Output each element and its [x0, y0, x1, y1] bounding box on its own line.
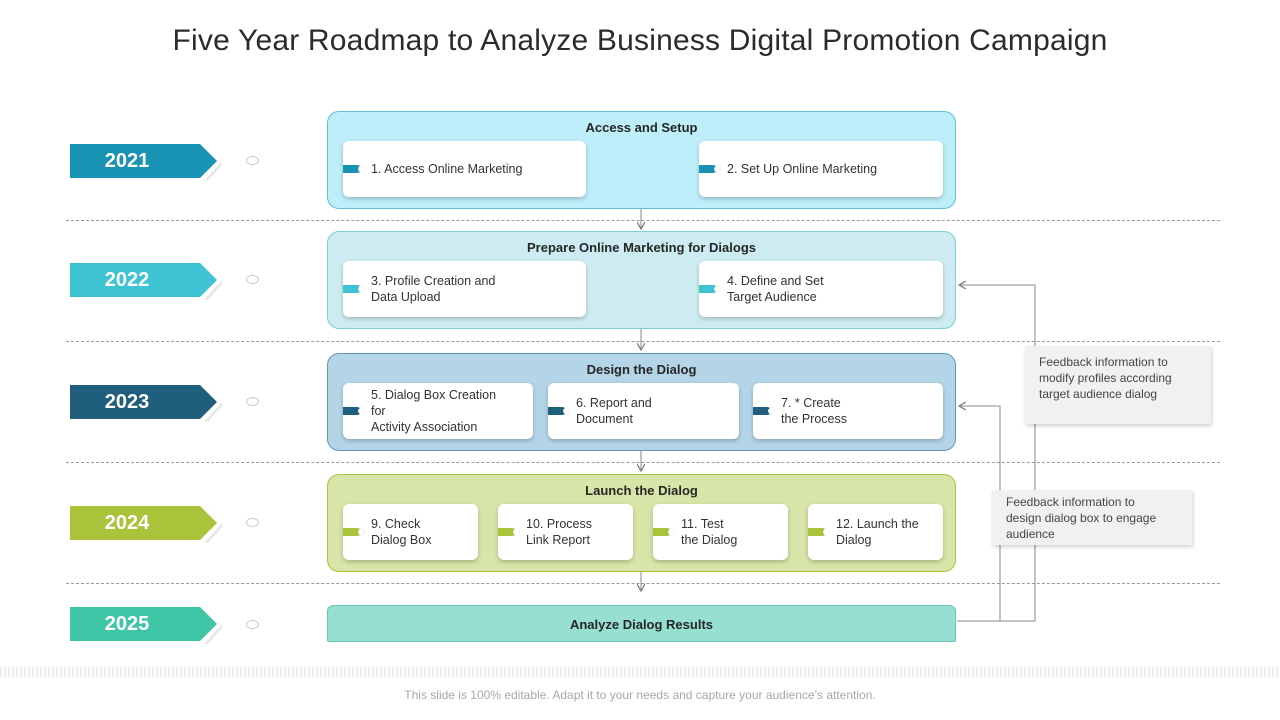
year-label: 2021	[104, 150, 150, 172]
year-arrow-shape	[68, 260, 222, 300]
slide-title: Five Year Roadmap to Analyze Business Di…	[172, 24, 1108, 57]
step-label: 2. Set Up Online Marketing	[727, 162, 878, 176]
step-label: 7. * Create the Process	[781, 396, 848, 426]
divider-line	[66, 341, 1220, 342]
feedback-arrow-profiles	[957, 285, 1036, 622]
step-label: 11. Test the Dialog	[681, 517, 738, 547]
step-card: 9. Check Dialog Box	[343, 504, 478, 560]
step-bullet-icon	[548, 407, 569, 415]
step-card: 1. Access Online Marketing	[343, 141, 586, 197]
stage-title: Launch the Dialog	[585, 483, 698, 498]
step-label: 1. Access Online Marketing	[371, 162, 523, 176]
stage-title: Access and Setup	[585, 120, 698, 135]
step-bullet-icon	[653, 528, 674, 536]
step-label: 9. Check Dialog Box	[371, 517, 432, 547]
step-card: 5. Dialog Box Creation for Activity Asso…	[343, 383, 533, 439]
divider-line	[66, 583, 1220, 584]
step-card: 12. Launch the Dialog	[808, 504, 943, 560]
year-marker-2022: 2022	[68, 260, 222, 300]
footer-band	[0, 667, 1280, 677]
step-label: 3. Profile Creation and Data Upload	[371, 274, 496, 304]
step-label: 6. Report and Document	[576, 396, 652, 426]
timeline-dot	[246, 156, 259, 165]
step-card: 4. Define and Set Target Audience	[699, 261, 943, 317]
step-card: 2. Set Up Online Marketing	[699, 141, 943, 197]
step-bullet-icon	[343, 407, 364, 415]
year-marker-2023: 2023	[68, 382, 222, 422]
year-arrow-shape	[68, 604, 222, 644]
step-bullet-icon	[343, 528, 364, 536]
stage-panel-prepare: Prepare Online Marketing for Dialogs 3. …	[327, 231, 956, 329]
year-label: 2022	[104, 269, 150, 291]
step-card: 10. Process Link Report	[498, 504, 633, 560]
step-bullet-icon	[343, 285, 364, 293]
divider-line	[66, 220, 1220, 221]
step-card: 11. Test the Dialog	[653, 504, 788, 560]
stage-panel-access-setup: Access and Setup 1. Access Online Market…	[327, 111, 956, 209]
timeline-dot	[246, 518, 259, 527]
year-marker-2025: 2025	[68, 604, 222, 644]
step-bullet-icon	[343, 165, 364, 173]
footer-note: This slide is 100% editable. Adapt it to…	[404, 688, 876, 702]
year-arrow-shape	[68, 503, 222, 543]
timeline-dot	[246, 397, 259, 406]
step-card: 3. Profile Creation and Data Upload	[343, 261, 586, 317]
year-label: 2024	[104, 512, 150, 534]
feedback-note-profiles: Feedback information to modify profiles …	[1025, 346, 1211, 424]
timeline-dot	[246, 620, 259, 629]
feedback-note-design: Feedback information to design dialog bo…	[992, 490, 1192, 545]
step-bullet-icon	[699, 165, 720, 173]
year-marker-2024: 2024	[68, 503, 222, 543]
year-marker-2021: 2021	[68, 141, 222, 181]
step-bullet-icon	[498, 528, 519, 536]
year-arrow-shape	[68, 382, 222, 422]
divider-line	[66, 462, 1220, 463]
stage-panel-analyze-results: Analyze Dialog Results	[327, 605, 956, 642]
step-bullet-icon	[753, 407, 774, 415]
step-label: 12. Launch the Dialog	[836, 517, 919, 547]
timeline-dot	[246, 275, 259, 284]
year-arrow-shape	[68, 141, 222, 181]
step-label: 4. Define and Set Target Audience	[727, 274, 824, 304]
step-card: 6. Report and Document	[548, 383, 739, 439]
stage-title: Design the Dialog	[586, 362, 697, 377]
stage-panel-design: Design the Dialog 5. Dialog Box Creation…	[327, 353, 956, 451]
year-label: 2023	[104, 391, 150, 413]
stage-panel-launch: Launch the Dialog 9. Check Dialog Box 10…	[327, 474, 956, 572]
step-bullet-icon	[699, 285, 720, 293]
stage-title: Analyze Dialog Results	[569, 617, 714, 632]
step-bullet-icon	[808, 528, 829, 536]
step-label: 5. Dialog Box Creation for Activity Asso…	[371, 388, 497, 434]
stage-title: Prepare Online Marketing for Dialogs	[527, 240, 756, 255]
step-card: 7. * Create the Process	[753, 383, 943, 439]
year-label: 2025	[104, 613, 150, 635]
step-label: 10. Process Link Report	[526, 517, 593, 547]
